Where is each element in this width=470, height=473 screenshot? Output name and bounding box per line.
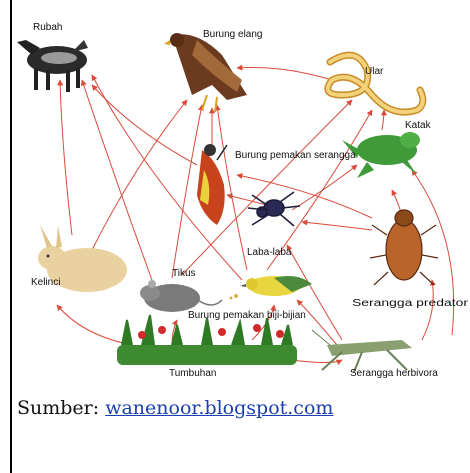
source-credit: Sumber: wanenoor.blogspot.com — [17, 397, 333, 419]
label-rat: Tikus — [172, 268, 196, 279]
arrow-herbivore-to-spider — [287, 245, 342, 340]
arrow-rabbit-to-fox — [60, 80, 72, 235]
arrow-frog-to-snake — [382, 110, 384, 130]
label-plants: Tumbuhan — [169, 368, 216, 379]
arrow-insectbird-to-fox — [92, 85, 197, 165]
spider-illustration — [248, 192, 300, 226]
label-insectivore-bird: Burung pemakan serangga — [235, 150, 356, 161]
food-web-diagram: Rubah Burung elang Ular Burung pemakan s… — [12, 0, 470, 385]
label-frog: Katak — [405, 120, 432, 131]
source-prefix: Sumber: — [17, 397, 99, 419]
insectivore-bird-illustration — [197, 144, 227, 225]
label-seed-bird: Burung pemakan biji-bijian — [188, 310, 306, 321]
herbivore-insect-illustration — [312, 330, 412, 372]
arrow-herbivore-to-predator — [422, 280, 433, 340]
label-spider: Laba-laba — [247, 247, 292, 258]
label-rabbit: Kelinci — [31, 277, 60, 288]
eagle-illustration — [164, 33, 247, 112]
label-fox: Rubah — [33, 22, 62, 33]
arrow-seedbird-to-snake — [267, 110, 372, 270]
source-link[interactable]: wanenoor.blogspot.com — [105, 397, 333, 419]
snake-illustration — [328, 55, 423, 112]
label-predator-insect: Serangga predator — [352, 298, 469, 309]
arrow-rabbit-to-eagle — [92, 100, 187, 250]
arrow-plants-to-rabbit — [57, 305, 132, 345]
plants-illustration — [117, 315, 297, 365]
rat-illustration — [140, 280, 222, 312]
label-herbivore-insect: Serangga herbivora — [350, 368, 438, 379]
arrow-plants-to-herbivore — [292, 360, 342, 363]
arrow-snake-to-eagle — [237, 68, 332, 81]
label-snake: Ular — [365, 66, 384, 77]
fox-illustration — [17, 40, 88, 92]
label-eagle: Burung elang — [203, 29, 263, 40]
arrow-predator-to-spider — [302, 222, 372, 230]
predator-insect-illustration — [370, 210, 438, 285]
